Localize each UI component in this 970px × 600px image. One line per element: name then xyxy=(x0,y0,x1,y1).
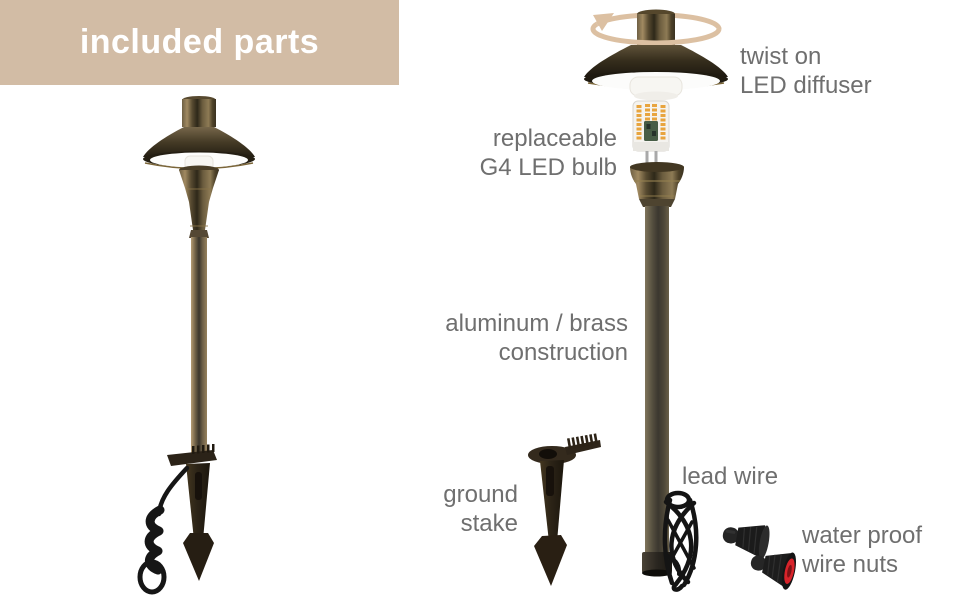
page-title: included parts xyxy=(79,23,320,61)
label-line: construction xyxy=(498,339,628,366)
label-twist-on-led-diffuser: twist on LED diffuser xyxy=(740,42,872,100)
label-line: replaceable xyxy=(492,125,617,152)
assembled-lead-wire xyxy=(137,465,190,595)
assembled-path-light xyxy=(137,96,255,595)
label-line: wire nuts xyxy=(802,551,899,578)
label-line: G4 LED bulb xyxy=(479,154,617,181)
diffuser-hat xyxy=(584,45,728,101)
label-line: water proof xyxy=(802,522,923,549)
rotation-arrow-icon xyxy=(590,13,722,46)
label-line: aluminum / brass xyxy=(445,310,628,337)
pole-socket xyxy=(630,162,684,207)
assembled-socket xyxy=(179,165,219,238)
g4-led-bulb xyxy=(632,100,670,164)
assembled-ground-stake xyxy=(167,444,217,581)
lead-wire-coil xyxy=(662,490,699,592)
ground-stake xyxy=(528,433,601,586)
label-replaceable-g4-led-bulb: replaceable G4 LED bulb xyxy=(480,124,617,182)
header-banner: included parts xyxy=(0,0,399,85)
label-line: lead wire xyxy=(682,463,779,490)
label-lead-wire: lead wire xyxy=(682,462,778,491)
exploded-view xyxy=(528,9,797,592)
wire-nut-2 xyxy=(750,552,797,590)
wire-nut-1 xyxy=(722,525,770,560)
label-line: LED diffuser xyxy=(740,72,872,99)
label-water-proof-wire-nuts: water proof wire nuts xyxy=(802,521,922,579)
label-line: stake xyxy=(460,510,518,537)
label-aluminum-brass-construction: aluminum / brass construction xyxy=(445,309,628,367)
label-line: twist on xyxy=(740,43,822,70)
assembled-diffuser-shade xyxy=(143,96,255,185)
assembled-pole xyxy=(191,237,207,457)
label-line: ground xyxy=(443,481,518,508)
label-ground-stake: ground stake xyxy=(443,480,518,538)
